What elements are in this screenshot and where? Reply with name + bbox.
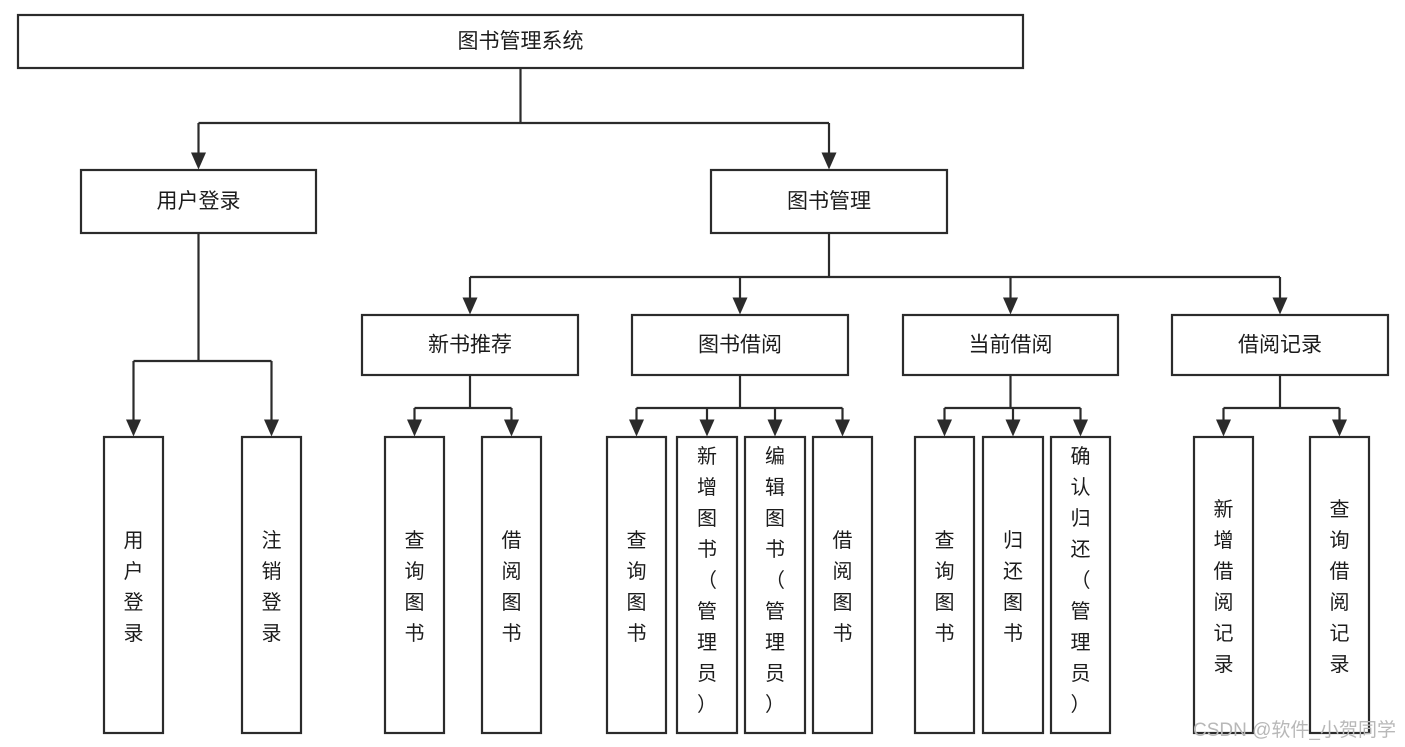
- node-new-book-rec[interactable]: 新书推荐: [360, 313, 580, 377]
- node-box-new-book-rec[interactable]: [360, 313, 580, 377]
- node-label-leaf-logout: 注销登录: [262, 529, 282, 645]
- node-label-book-manage: 图书管理: [787, 190, 871, 213]
- connector-group-book_manage: [462, 233, 1288, 315]
- connector-group-book_borrow: [629, 375, 850, 437]
- node-label-book-borrow: 图书借阅: [698, 334, 782, 357]
- node-leaf-logout[interactable]: 注销登录: [240, 435, 303, 735]
- node-box-leaf-user-login[interactable]: [102, 435, 165, 735]
- node-box-root[interactable]: [16, 13, 1025, 70]
- node-leaf-confirm-return[interactable]: 确认归还（管理员）: [1049, 435, 1112, 735]
- connector-group-borrow_record: [1216, 375, 1347, 437]
- connector-group-user_login: [126, 233, 279, 437]
- node-user-login[interactable]: 用户登录: [79, 168, 318, 235]
- node-box-leaf-confirm-return[interactable]: [1049, 435, 1112, 735]
- node-label-leaf-query-book-3: 查询图书: [935, 529, 955, 645]
- node-layer: 图书管理系统用户登录图书管理新书推荐图书借阅当前借阅借阅记录用户登录注销登录查询…: [16, 13, 1390, 735]
- node-current-borrow[interactable]: 当前借阅: [901, 313, 1120, 377]
- node-box-borrow-record[interactable]: [1170, 313, 1390, 377]
- node-label-leaf-add-record: 新增借阅记录: [1214, 498, 1234, 676]
- node-leaf-query-book-2[interactable]: 查询图书: [605, 435, 668, 735]
- node-book-borrow[interactable]: 图书借阅: [630, 313, 850, 377]
- node-label-user-login: 用户登录: [157, 190, 241, 213]
- node-label-borrow-record: 借阅记录: [1238, 334, 1322, 357]
- node-box-current-borrow[interactable]: [901, 313, 1120, 377]
- node-label-leaf-user-login: 用户登录: [124, 530, 144, 645]
- node-label-leaf-confirm-return: 确认归还（管理员）: [1071, 445, 1091, 716]
- node-box-leaf-query-book-1[interactable]: [383, 435, 446, 735]
- node-box-leaf-query-book-3[interactable]: [913, 435, 976, 735]
- node-leaf-add-book[interactable]: 新增图书（管理员）: [675, 435, 739, 735]
- node-box-leaf-query-book-2[interactable]: [605, 435, 668, 735]
- node-leaf-query-book-1[interactable]: 查询图书: [383, 435, 446, 735]
- node-box-leaf-add-record[interactable]: [1192, 435, 1255, 735]
- node-leaf-query-record[interactable]: 查询借阅记录: [1308, 435, 1371, 735]
- node-label-current-borrow: 当前借阅: [969, 334, 1053, 357]
- node-root[interactable]: 图书管理系统: [16, 13, 1025, 70]
- node-leaf-borrow-book-2[interactable]: 借阅图书: [811, 435, 874, 735]
- node-label-leaf-edit-book: 编辑图书（管理员）: [765, 445, 785, 716]
- node-leaf-query-book-3[interactable]: 查询图书: [913, 435, 976, 735]
- node-leaf-user-login[interactable]: 用户登录: [102, 435, 165, 735]
- node-box-leaf-logout[interactable]: [240, 435, 303, 735]
- node-box-book-manage[interactable]: [709, 168, 949, 235]
- node-box-leaf-query-record[interactable]: [1308, 435, 1371, 735]
- node-label-leaf-query-book-2: 查询图书: [627, 529, 647, 645]
- node-box-leaf-add-book[interactable]: [675, 435, 739, 735]
- node-label-leaf-borrow-book-2: 借阅图书: [833, 529, 853, 645]
- connector-group-new_book_rec: [407, 375, 519, 437]
- node-label-leaf-query-record: 查询借阅记录: [1330, 498, 1350, 676]
- node-box-leaf-return-book[interactable]: [981, 435, 1045, 735]
- csdn-watermark: CSDN @软件_小贺同学: [1193, 719, 1396, 741]
- node-label-leaf-query-book-1: 查询图书: [405, 529, 425, 645]
- node-box-user-login[interactable]: [79, 168, 318, 235]
- node-leaf-borrow-book-1[interactable]: 借阅图书: [480, 435, 543, 735]
- node-box-leaf-edit-book[interactable]: [743, 435, 807, 735]
- node-box-leaf-borrow-book-1[interactable]: [480, 435, 543, 735]
- node-label-leaf-return-book: 归还图书: [1003, 529, 1023, 645]
- connector-group-current_borrow: [937, 375, 1088, 437]
- node-box-leaf-borrow-book-2[interactable]: [811, 435, 874, 735]
- connector-group-root: [191, 68, 837, 170]
- node-leaf-return-book[interactable]: 归还图书: [981, 435, 1045, 735]
- node-leaf-edit-book[interactable]: 编辑图书（管理员）: [743, 435, 807, 735]
- node-borrow-record[interactable]: 借阅记录: [1170, 313, 1390, 377]
- node-label-leaf-add-book: 新增图书（管理员）: [697, 445, 717, 716]
- node-label-root: 图书管理系统: [458, 30, 584, 53]
- node-label-leaf-borrow-book-1: 借阅图书: [502, 529, 522, 645]
- connector-layer: [126, 68, 1347, 437]
- node-box-book-borrow[interactable]: [630, 313, 850, 377]
- node-label-new-book-rec: 新书推荐: [428, 334, 512, 357]
- node-leaf-add-record[interactable]: 新增借阅记录: [1192, 435, 1255, 735]
- node-book-manage[interactable]: 图书管理: [709, 168, 949, 235]
